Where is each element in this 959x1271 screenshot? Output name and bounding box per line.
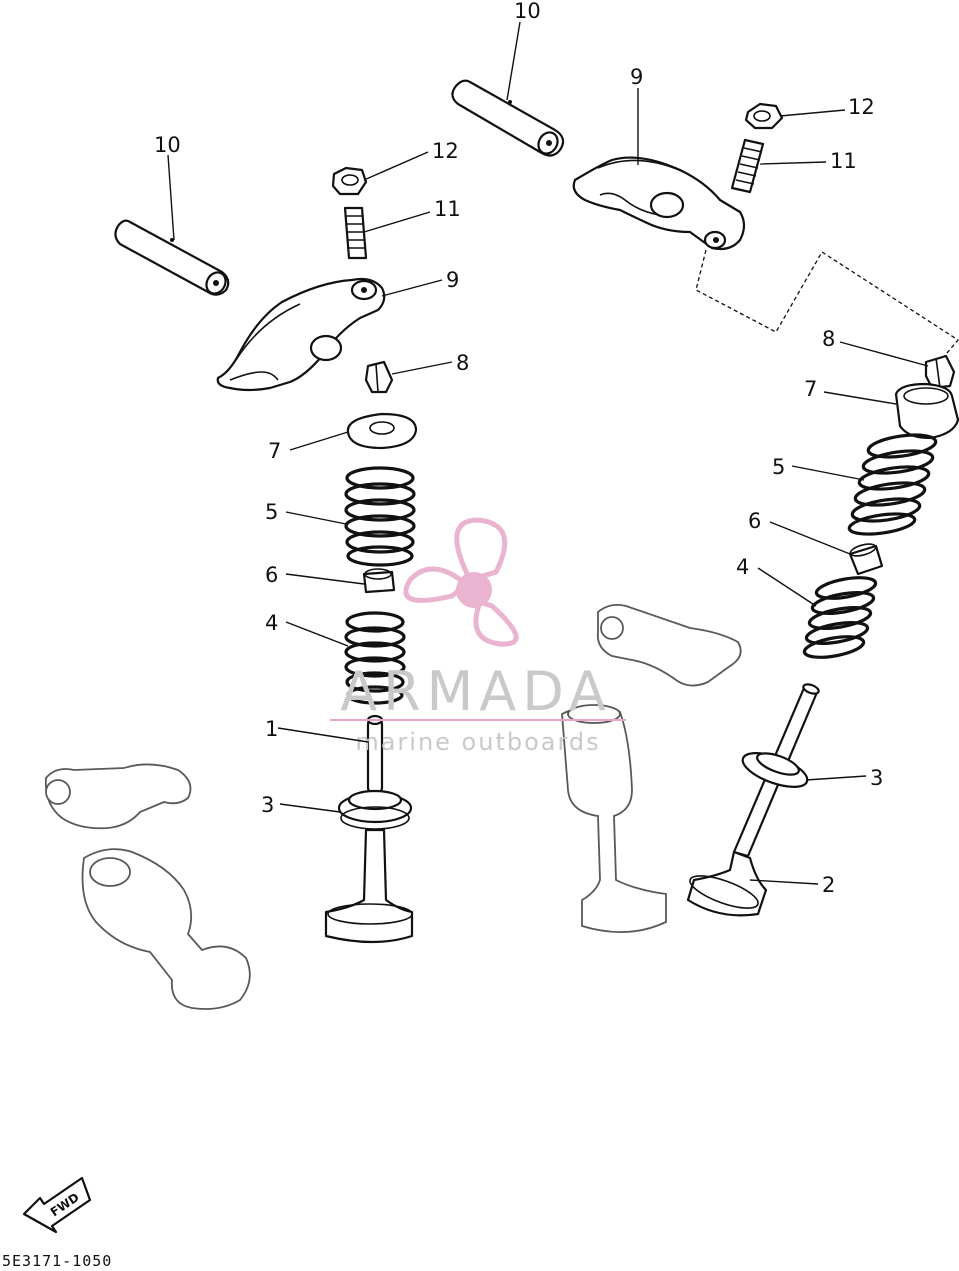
outer-valve-spring-right [847,433,938,536]
callout-2: 2 [822,873,835,897]
callout-9-top-left: 9 [446,268,459,292]
rocker-arm-top-right [572,156,746,251]
callout-5-left: 5 [265,500,278,524]
fwd-arrow-icon: FWD [22,1176,92,1234]
adjust-nut-top-right [744,102,784,130]
valve-seat-left [337,789,413,830]
adjust-nut-top-left [331,166,368,196]
inner-valve-spring-right [802,576,878,659]
callout-4-right: 4 [736,555,749,579]
callout-6-right: 6 [748,509,761,533]
stem-seal-right [848,543,884,576]
adjust-screw-top-right [730,138,765,194]
callout-labels: 10 9 12 11 10 12 11 9 8 7 5 6 4 1 3 8 7 [154,0,929,897]
armada-watermark: ARMADA marine outboards [330,517,626,756]
callout-10-top-right: 10 [514,0,541,23]
rocker-shaft-top-left [114,219,230,296]
valve-cotter-right [924,354,956,390]
callout-1: 1 [265,717,278,741]
callout-6-left: 6 [265,563,278,587]
adjust-screw-top-left [343,206,368,260]
watermark-tagline: marine outboards [355,728,600,756]
rocker-shaft-top-right [451,79,565,157]
inner-valve-spring-left [344,611,406,705]
dashed-assembly-guide [695,249,959,367]
callout-3-right: 3 [870,766,883,790]
callout-8-left: 8 [456,351,469,375]
spring-retainer-left [346,412,418,450]
callout-12-top-right: 12 [848,95,875,119]
watermark-brand: ARMADA [340,660,612,723]
callout-12-top-left: 12 [432,139,459,163]
rocker-arm-top-left [216,277,386,392]
ghost-assembly-center [561,603,742,933]
callout-11-top-right: 11 [830,149,857,173]
ghost-assembly-left [44,763,251,1010]
propeller-logo-icon [403,517,519,647]
callout-8-right: 8 [822,327,835,351]
callout-9-top-right: 9 [630,65,643,89]
outer-valve-spring-left [344,466,416,567]
callout-7-left: 7 [268,439,281,463]
callout-7-right: 7 [804,377,817,401]
callout-11-top-left: 11 [434,197,461,221]
callout-10-top-left: 10 [154,133,181,157]
intake-valve-left [324,714,414,944]
callout-5-right: 5 [772,455,785,479]
valve-seat-right [741,752,809,788]
stem-seal-left [362,568,396,594]
callout-3-left: 3 [261,793,274,817]
callout-4-left: 4 [265,611,278,635]
valve-cotter-top-left [364,360,394,394]
spring-retainer-right [894,382,959,440]
part-code: 5E3171-1050 [2,1252,112,1270]
